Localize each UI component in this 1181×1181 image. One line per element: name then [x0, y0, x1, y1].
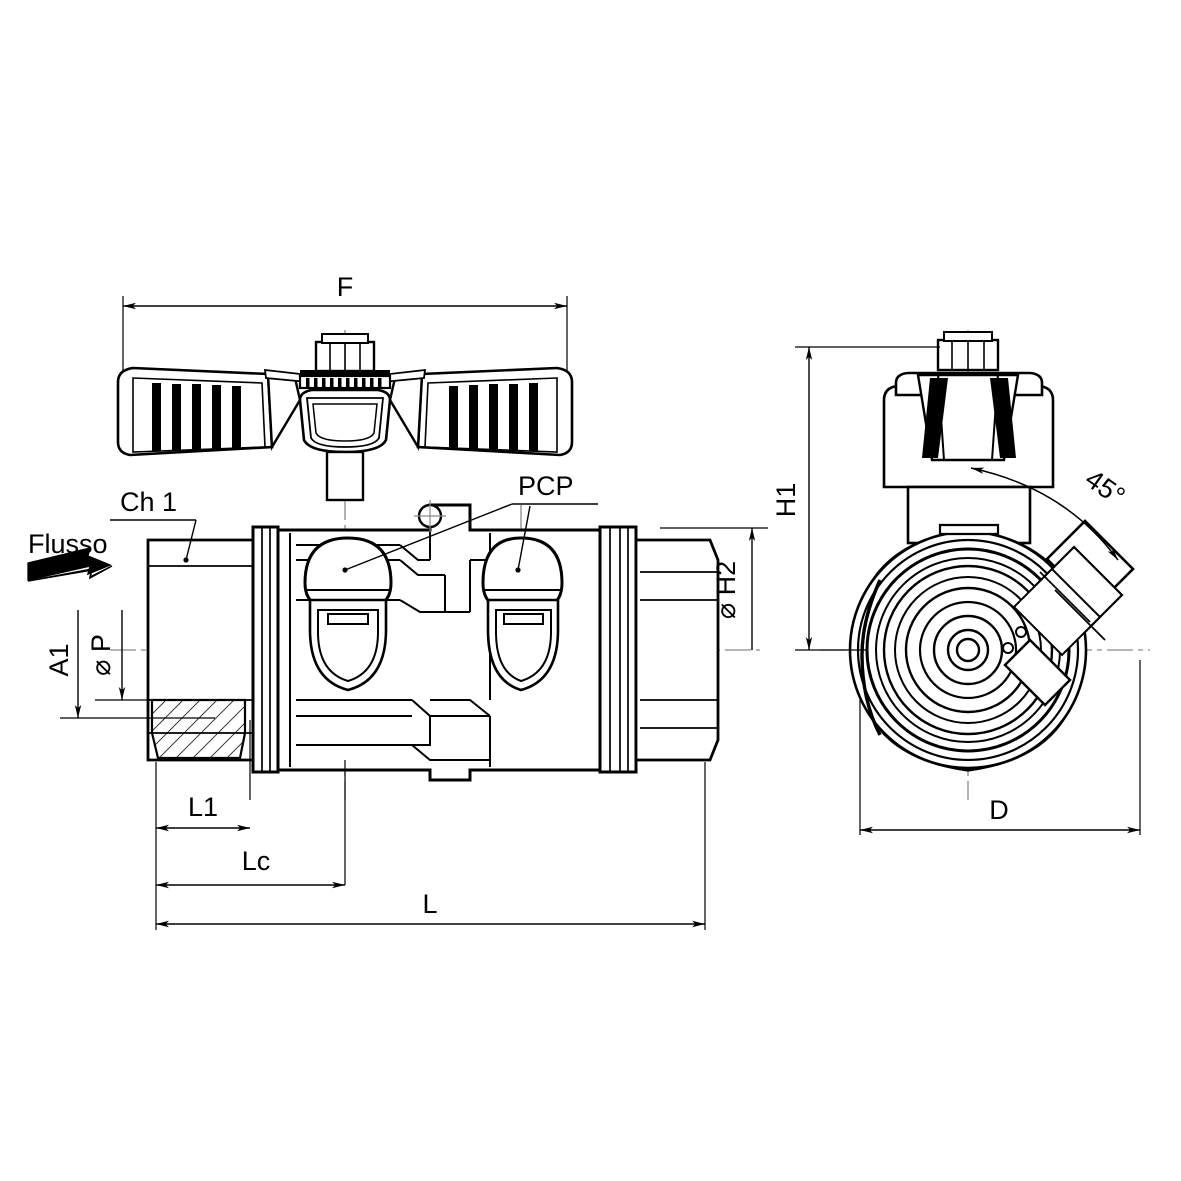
side-port-root [1003, 638, 1072, 707]
side-view: 45° H1 D [771, 330, 1150, 835]
side-body-crescent [860, 579, 882, 736]
angle-45-arc [970, 467, 1119, 561]
dimension-H2: ⌀ H2 [660, 527, 768, 650]
side-bore-circle [955, 637, 981, 663]
side-port-45deg [1002, 519, 1135, 707]
side-port-hole-1 [1015, 626, 1027, 638]
dim-H1-label: H1 [771, 483, 801, 518]
handle-grip-ribs-right [449, 383, 538, 451]
dimension-P: ⌀ P [86, 610, 250, 701]
dim-A1-label: A1 [44, 643, 74, 676]
side-hex-facets [951, 340, 985, 370]
dim-L1-label: L1 [188, 792, 218, 822]
dim-D-label: D [989, 795, 1009, 825]
flow-arrow-outline [27, 565, 113, 582]
front-section-view: F L1 Lc L A1 [27, 272, 768, 930]
side-stem-cap [943, 331, 993, 342]
stem-neck [325, 450, 365, 502]
side-port-edge-2 [1039, 571, 1091, 623]
right-hex-connection [634, 538, 720, 762]
side-top-boss [938, 523, 1000, 536]
right-collar [598, 525, 638, 774]
handle-wing-left-inner [132, 377, 266, 453]
pcp-leader-to-cap2 [517, 505, 531, 571]
channel-leader-slant [185, 519, 197, 561]
side-handle-cap [882, 331, 1055, 545]
dimension-L1: L1 [155, 720, 251, 832]
dim-F-label: F [337, 272, 354, 302]
left-section-hatch [150, 698, 247, 760]
pcp-leader-to-cap1 [344, 503, 513, 571]
dimension-A1: A1 [44, 610, 215, 719]
handle-wing-right-taper [388, 372, 424, 451]
stem-cap [321, 333, 369, 344]
washer-serrations [306, 378, 382, 387]
dimension-F: F [122, 272, 568, 372]
channel-leader-dot [183, 557, 189, 563]
valve-body [146, 500, 720, 782]
test-port-cap-2 [481, 536, 564, 692]
handle-grip-ribs-left [152, 383, 241, 451]
test-port-label: PCP [518, 471, 574, 501]
valve-handle [116, 333, 574, 457]
test-port-label-group: PCP [342, 471, 598, 573]
handle-washer [298, 374, 392, 390]
side-handle-hub-inner [936, 373, 1000, 461]
side-body-circles [848, 523, 1088, 772]
dim-L-label: L [422, 889, 437, 919]
left-collar [251, 525, 280, 774]
channel-label-group: Ch 1 [110, 487, 197, 563]
dimension-Lc: Lc [155, 760, 346, 889]
flow-arrow-lower [27, 564, 111, 581]
test-port-cap-1 [303, 536, 393, 692]
side-port-base [1012, 567, 1102, 657]
handle-hub-inner [306, 397, 384, 448]
dim-Lc-label: Lc [242, 846, 271, 876]
dimension-D: D [859, 660, 1141, 835]
washer-dark-band [300, 370, 390, 377]
dimension-H1: H1 [771, 346, 940, 651]
pcp-leader-dot-1 [342, 567, 348, 573]
handle-hub [298, 388, 392, 454]
hex-nut-facets [329, 342, 361, 371]
stem-shaft [325, 450, 365, 502]
handle-wing-left-taper [266, 372, 302, 451]
side-port-hole-2 [1002, 642, 1014, 654]
handle-wing-right-inner [424, 377, 558, 453]
handle-hub-inner2 [312, 403, 378, 442]
dimension-L: L [155, 762, 706, 930]
side-port-edge-1 [1054, 589, 1106, 641]
angle-45-label: 45° [1080, 464, 1131, 512]
dim-H2-label: ⌀ H2 [711, 561, 741, 619]
pcp-leader-dot-2 [515, 567, 521, 573]
channel-label: Ch 1 [120, 487, 177, 517]
flow-label-group: Flusso [27, 529, 113, 582]
dim-P-label: ⌀ P [86, 634, 116, 676]
